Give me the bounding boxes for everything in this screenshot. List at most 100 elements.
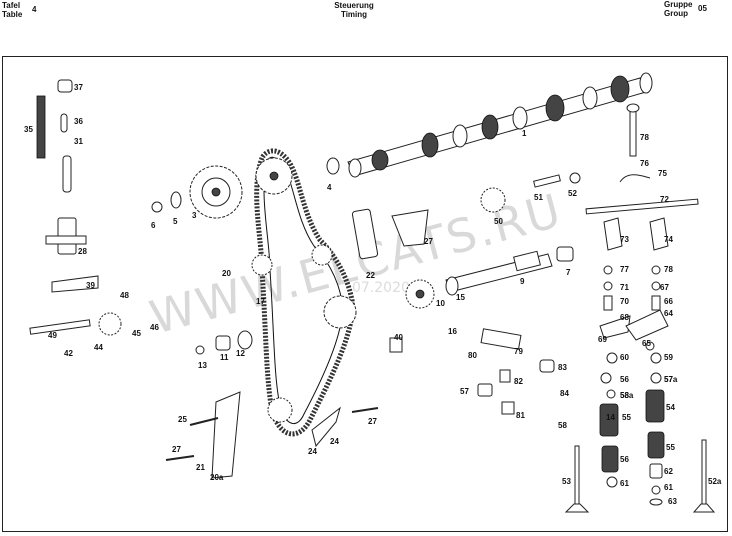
- part-number-label: 17: [256, 297, 265, 306]
- part-number-label: 53: [562, 477, 571, 486]
- part-number-label: 39: [86, 281, 95, 290]
- part-number-label: 55: [622, 413, 631, 422]
- intake-valve: [564, 445, 590, 513]
- header-tafel: Tafel: [2, 1, 21, 10]
- part-number-label: 56: [620, 375, 629, 384]
- valve-train-left: [599, 217, 631, 488]
- part-number-label: 80: [468, 351, 477, 360]
- part-number-label: 83: [558, 363, 567, 372]
- part-number-label: 63: [668, 497, 677, 506]
- crankshaft-sprocket: [405, 279, 435, 309]
- upper-chain-sprocket: [255, 157, 293, 195]
- part-number-label: 14: [606, 413, 615, 422]
- part-number-label: 61: [664, 483, 673, 492]
- part-number-label: 48: [120, 291, 129, 300]
- header-table: Table: [2, 10, 23, 19]
- part-number-label: 58a: [620, 391, 634, 400]
- part-number-label: 78: [664, 265, 673, 274]
- rocker-shaft: [585, 103, 699, 215]
- part-number-label: 13: [198, 361, 207, 370]
- part-number-label: 15: [456, 293, 465, 302]
- part-number-label: 51: [534, 193, 543, 202]
- part-number-label: 42: [64, 349, 73, 358]
- part-number-label: 61: [620, 479, 629, 488]
- part-number-label: 74: [664, 235, 673, 244]
- header-gruppe: Gruppe: [664, 0, 693, 9]
- part-number-label: 5: [173, 217, 178, 226]
- part-number-label: 50: [494, 217, 503, 226]
- part-number-label: 27: [172, 445, 181, 454]
- part-number-label: 20: [222, 269, 231, 278]
- part-number-label: 79: [514, 347, 523, 356]
- part-number-label: 76: [640, 159, 649, 168]
- part-number-label: 64: [664, 309, 673, 318]
- part-number-label: 55: [666, 443, 675, 452]
- part-number-label: 77: [620, 265, 629, 274]
- part-number-label: 69: [598, 335, 607, 344]
- part-number-label: 71: [620, 283, 629, 292]
- part-number-label: 24: [330, 437, 339, 446]
- part-number-label: 11: [220, 353, 229, 362]
- part-number-label: 10: [436, 299, 445, 308]
- part-number-label: 12: [236, 349, 245, 358]
- part-number-label: 24: [308, 447, 317, 456]
- part-number-label: 16: [448, 327, 457, 336]
- part-number-label: 49: [48, 331, 57, 340]
- header-group-number: 05: [698, 4, 707, 13]
- part-number-label: 56: [620, 455, 629, 464]
- part-number-label: 36: [74, 117, 83, 126]
- part-number-label: 20a: [210, 473, 224, 482]
- diagram-frame: [2, 56, 728, 532]
- intermediate-sprocket: [98, 187, 506, 336]
- part-number-label: 52: [568, 189, 577, 198]
- part-number-label: 58: [558, 421, 567, 430]
- part-number-label: 60: [620, 353, 629, 362]
- part-number-label: 75: [658, 169, 667, 178]
- part-number-label: 82: [514, 377, 523, 386]
- part-number-label: 28: [78, 247, 87, 256]
- part-number-label: 7: [566, 268, 571, 277]
- part-number-label: 31: [74, 137, 83, 146]
- part-number-label: 72: [660, 195, 669, 204]
- part-number-label: 40: [394, 333, 403, 342]
- header-table-number: 4: [32, 5, 37, 14]
- header-group: Group: [664, 9, 688, 18]
- part-number-label: 52a: [708, 477, 722, 486]
- part-number-label: 57: [664, 375, 673, 384]
- part-number-label: 66: [664, 297, 673, 306]
- header-steuerung: Steuerung: [334, 1, 374, 10]
- part-number-label: 6: [151, 221, 156, 230]
- part-number-label: 3: [192, 211, 197, 220]
- part-number-label: 46: [150, 323, 159, 332]
- watermark-date: 07.2020: [352, 280, 410, 296]
- part-number-label: 70: [620, 297, 629, 306]
- part-number-label: 27: [424, 237, 433, 246]
- part-number-label: 22: [366, 271, 375, 280]
- part-number-label: 1: [522, 129, 527, 138]
- part-number-label: 27: [368, 417, 377, 426]
- exhaust-valve: [692, 439, 716, 513]
- part-number-label: 84: [560, 389, 569, 398]
- part-number-label: 25: [178, 415, 187, 424]
- part-number-label: 35: [24, 125, 33, 134]
- part-number-label: 57: [460, 387, 469, 396]
- part-number-label: 45: [132, 329, 141, 338]
- camshaft-sprocket: [189, 165, 243, 219]
- camshaft: [347, 72, 653, 178]
- intermediate-shaft: [445, 250, 553, 296]
- part-number-label: 9: [520, 277, 525, 286]
- part-number-label: 59: [664, 353, 673, 362]
- guide-sprocket: [251, 244, 357, 423]
- part-number-label: 54: [666, 403, 675, 412]
- part-number-label: 81: [516, 411, 525, 420]
- part-number-label: 78: [640, 133, 649, 142]
- part-number-label: 58: [620, 391, 629, 400]
- part-number-label: 4: [327, 183, 332, 192]
- part-number-label: 68: [620, 313, 629, 322]
- part-number-label: 67: [660, 283, 669, 292]
- part-number-label: 44: [94, 343, 103, 352]
- part-number-label: 57a: [664, 375, 678, 384]
- valve-train-right: [625, 217, 669, 506]
